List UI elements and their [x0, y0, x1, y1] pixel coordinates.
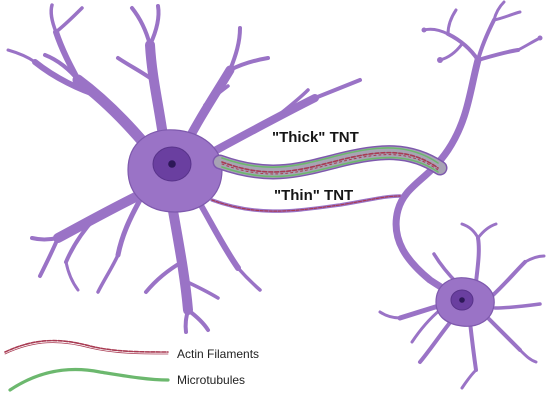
- legend-actin-label: Actin Filaments: [177, 347, 260, 361]
- thick-tnt: [212, 145, 448, 180]
- thick-tnt-label: "Thick" TNT: [272, 129, 359, 146]
- microtubule-swatch: [8, 367, 170, 392]
- thin-tnt: [210, 194, 402, 213]
- right-cell: [378, 0, 546, 390]
- legend-microtubule-label: Microtubules: [177, 373, 246, 387]
- right-nucleolus: [459, 297, 465, 303]
- actin-filament-swatch: [4, 339, 169, 353]
- thin-tnt-label: "Thin" TNT: [274, 187, 354, 204]
- legend: [4, 339, 170, 392]
- left-nucleolus: [168, 160, 176, 168]
